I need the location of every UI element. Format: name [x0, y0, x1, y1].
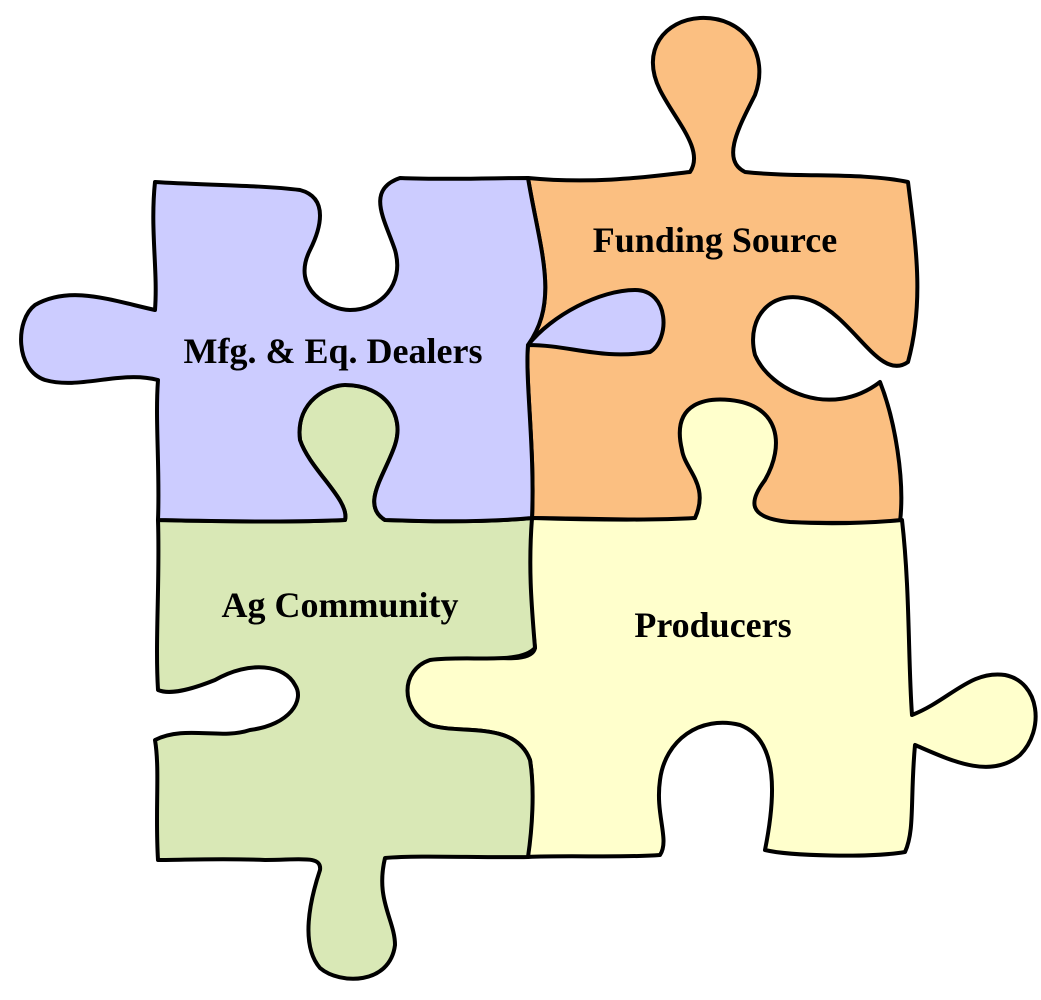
piece-ag-community: Ag Community: [153, 383, 537, 981]
piece-mfg-eq-dealers: Mfg. & Eq. Dealers: [19, 176, 666, 524]
mfg-eq-dealers-label: Mfg. & Eq. Dealers: [184, 331, 483, 371]
funding-source-label: Funding Source: [593, 220, 837, 260]
producers-label: Producers: [634, 605, 791, 645]
mfg-eq-dealers-shape: [19, 176, 666, 524]
ag-community-label: Ag Community: [221, 585, 458, 625]
piece-funding-source: Funding Source: [525, 15, 920, 525]
